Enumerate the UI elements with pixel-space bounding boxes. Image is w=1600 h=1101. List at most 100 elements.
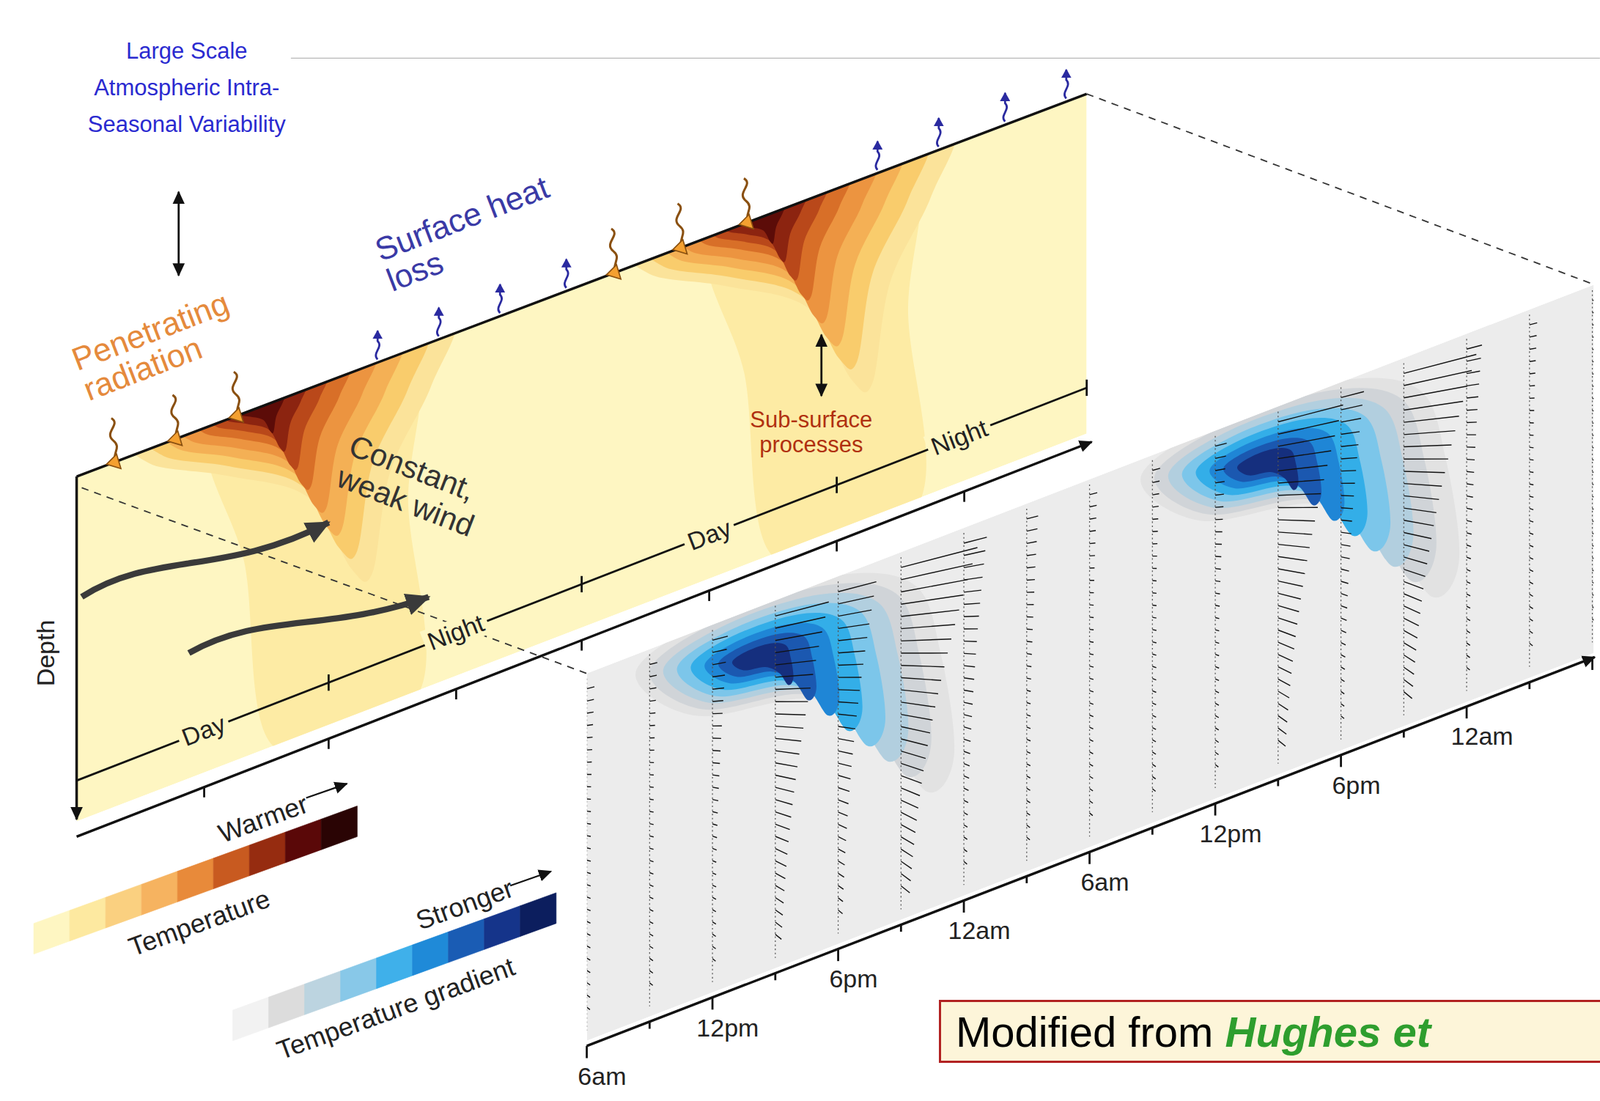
- wind-vector: [649, 724, 655, 727]
- wind-vector: [1278, 436, 1336, 447]
- wind-vector: [900, 848, 913, 857]
- wind-vector: [1529, 642, 1533, 646]
- wind-vector: [1152, 690, 1156, 692]
- gradient-layer: [1168, 358, 1414, 656]
- tick: [835, 540, 838, 552]
- wind-vector: [649, 921, 654, 924]
- wind-vector: [712, 823, 718, 826]
- wind-vector: [838, 688, 861, 691]
- wind-vector: [1466, 655, 1470, 658]
- wind-vector: [649, 933, 654, 936]
- wind-vector: [1403, 544, 1430, 552]
- wind-vector: [712, 872, 717, 875]
- legend-arrow: [306, 783, 348, 798]
- wind-vector: [712, 799, 719, 802]
- wind-vector: [1089, 579, 1095, 581]
- colour-step: [376, 944, 413, 989]
- wind-vector: [1466, 421, 1477, 423]
- wind-vector: [1026, 714, 1031, 717]
- wind-vector: [900, 751, 926, 759]
- wind-vector: [1592, 508, 1597, 511]
- wind-vector: [1341, 593, 1348, 596]
- wind-vector: [1529, 496, 1534, 497]
- colour-step: [268, 984, 305, 1029]
- heat-loss-arrow: [1064, 69, 1068, 99]
- gradient-layer: [1195, 389, 1367, 599]
- wind-vector: [1089, 554, 1096, 557]
- wind-vector: [1152, 702, 1156, 705]
- wind-vector: [838, 799, 849, 804]
- wind-vector: [900, 689, 939, 694]
- radiation-arrow: [742, 178, 752, 228]
- wind-vector: [1089, 715, 1094, 717]
- wind-vector: [1592, 606, 1596, 610]
- wind-vector: [900, 579, 968, 593]
- gradient-layer: [1154, 342, 1437, 684]
- wind-vector: [1026, 515, 1039, 519]
- profile-line: [1026, 508, 1027, 861]
- annotation: Depth: [32, 620, 60, 687]
- colour-step: [285, 818, 322, 863]
- colour-step: [105, 883, 142, 928]
- wind-vector: [1403, 532, 1432, 538]
- wind-vector: [1152, 653, 1156, 656]
- gradient-layer: [732, 632, 794, 707]
- profile-line: [586, 678, 588, 1031]
- time-label: 12pm: [1199, 820, 1262, 848]
- heat-loss-arrow: [375, 330, 380, 360]
- wind-vector: [712, 958, 716, 962]
- wind-vector: [1403, 655, 1415, 663]
- wind-vector: [1403, 370, 1472, 386]
- colour-step: [177, 858, 214, 903]
- wind-vector: [963, 640, 978, 643]
- wind-vector: [1026, 763, 1031, 766]
- wind-vector: [1152, 642, 1156, 643]
- wind-vector: [900, 702, 936, 708]
- wind-vector: [1341, 519, 1353, 522]
- period-label: Day: [174, 708, 234, 753]
- wind-vector: [838, 885, 844, 890]
- wind-vector: [838, 787, 850, 791]
- wind-vector: [649, 946, 654, 949]
- wind-vector: [1341, 617, 1348, 621]
- wind-vector: [587, 957, 591, 961]
- heat-loss-arrow: [1003, 93, 1008, 122]
- gradient-layer: [663, 553, 909, 851]
- wind-vector: [1529, 618, 1534, 621]
- profile-line: [774, 605, 776, 958]
- wind-vector: [587, 908, 591, 911]
- wind-vector: [1215, 605, 1220, 607]
- wind-vector: [963, 603, 980, 605]
- tick: [708, 590, 711, 602]
- wind-vector: [775, 738, 802, 741]
- wind-vector: [1341, 431, 1360, 435]
- wind-vector: [838, 836, 847, 840]
- tick: [203, 787, 206, 798]
- legend-arrow: [510, 871, 552, 886]
- wind-vector: [649, 957, 654, 961]
- wind-vector: [1278, 666, 1292, 674]
- wind-vector: [1089, 628, 1095, 631]
- wind-vector: [838, 650, 866, 654]
- tick: [773, 973, 777, 981]
- tick: [963, 491, 966, 503]
- wind-vector: [712, 848, 717, 850]
- time-label: 6am: [1080, 868, 1129, 896]
- annotation: Penetrating radiation: [67, 267, 297, 407]
- wind-vector: [1529, 581, 1534, 585]
- wind-vector: [838, 713, 857, 717]
- wind-vector: [1026, 800, 1031, 803]
- perspective-line: [1086, 93, 1592, 284]
- wind-vector: [1341, 581, 1349, 584]
- wind-vector: [649, 699, 656, 701]
- wind-vector: [838, 872, 845, 877]
- wind-vector: [1026, 690, 1031, 692]
- wind-vector: [1403, 400, 1463, 410]
- wind-vector: [1529, 631, 1533, 634]
- wind-vector: [838, 595, 875, 604]
- wind-vector: [1152, 604, 1157, 607]
- wind-vector: [1529, 532, 1534, 535]
- time-label: 12am: [947, 916, 1010, 945]
- time-axis: [587, 656, 1595, 1046]
